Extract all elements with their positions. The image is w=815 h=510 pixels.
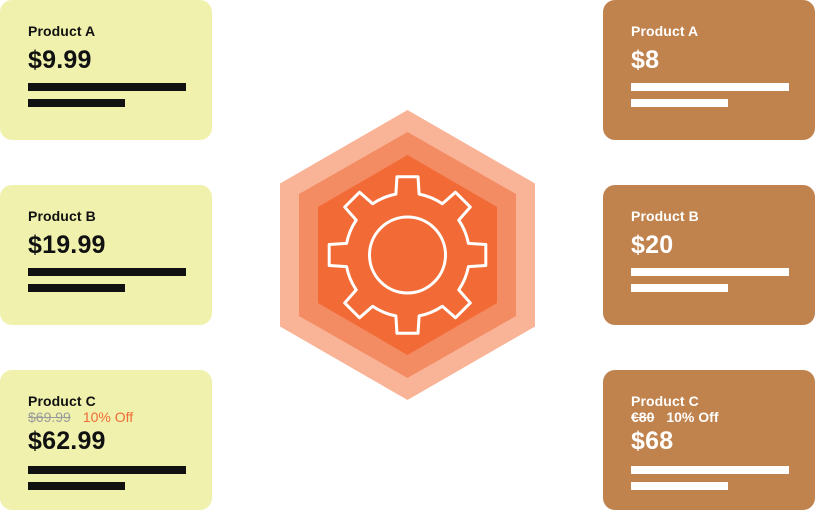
discount-row: $69.99 10% Off [28, 409, 212, 426]
product-price: $62.99 [28, 427, 106, 455]
left-product-card-c: Product C $69.99 10% Off $62.99 [0, 370, 212, 510]
product-name: Product C [631, 393, 699, 409]
gear-icon [327, 175, 488, 335]
product-name: Product B [631, 208, 699, 224]
gear-center-circle [368, 215, 447, 295]
discount-label: 10% Off [666, 409, 719, 425]
original-price: €80 [631, 409, 655, 425]
placeholder-line [28, 268, 186, 276]
product-name: Product A [28, 23, 96, 39]
product-price: $8 [631, 46, 660, 74]
hexagon-inner [318, 155, 497, 355]
placeholder-line [28, 284, 125, 292]
placeholder-line [28, 99, 125, 107]
product-price: $9.99 [28, 46, 92, 74]
placeholder-line [631, 466, 789, 474]
placeholder-line [28, 466, 186, 474]
product-price: $20 [631, 231, 674, 259]
placeholder-line [28, 83, 186, 91]
product-price: $19.99 [28, 231, 106, 259]
placeholder-line [631, 268, 789, 276]
left-product-card-a: Product A $9.99 [0, 0, 212, 140]
product-name: Product A [631, 23, 699, 39]
discount-row: €80 10% Off [631, 409, 815, 426]
right-product-card-b: Product B $20 [603, 185, 815, 325]
placeholder-line [631, 99, 728, 107]
placeholder-line [631, 482, 728, 490]
right-product-card-c: Product C €80 10% Off $68 [603, 370, 815, 510]
right-product-card-a: Product A $8 [603, 0, 815, 140]
placeholder-line [631, 284, 728, 292]
gear-outline [327, 175, 488, 335]
placeholder-line [631, 83, 789, 91]
product-price: $68 [631, 427, 674, 455]
discount-label: 10% Off [82, 409, 134, 425]
product-name: Product B [28, 208, 96, 224]
left-product-card-b: Product B $19.99 [0, 185, 212, 325]
placeholder-line [28, 482, 125, 490]
product-name: Product C [28, 393, 96, 409]
original-price: $69.99 [28, 409, 71, 425]
